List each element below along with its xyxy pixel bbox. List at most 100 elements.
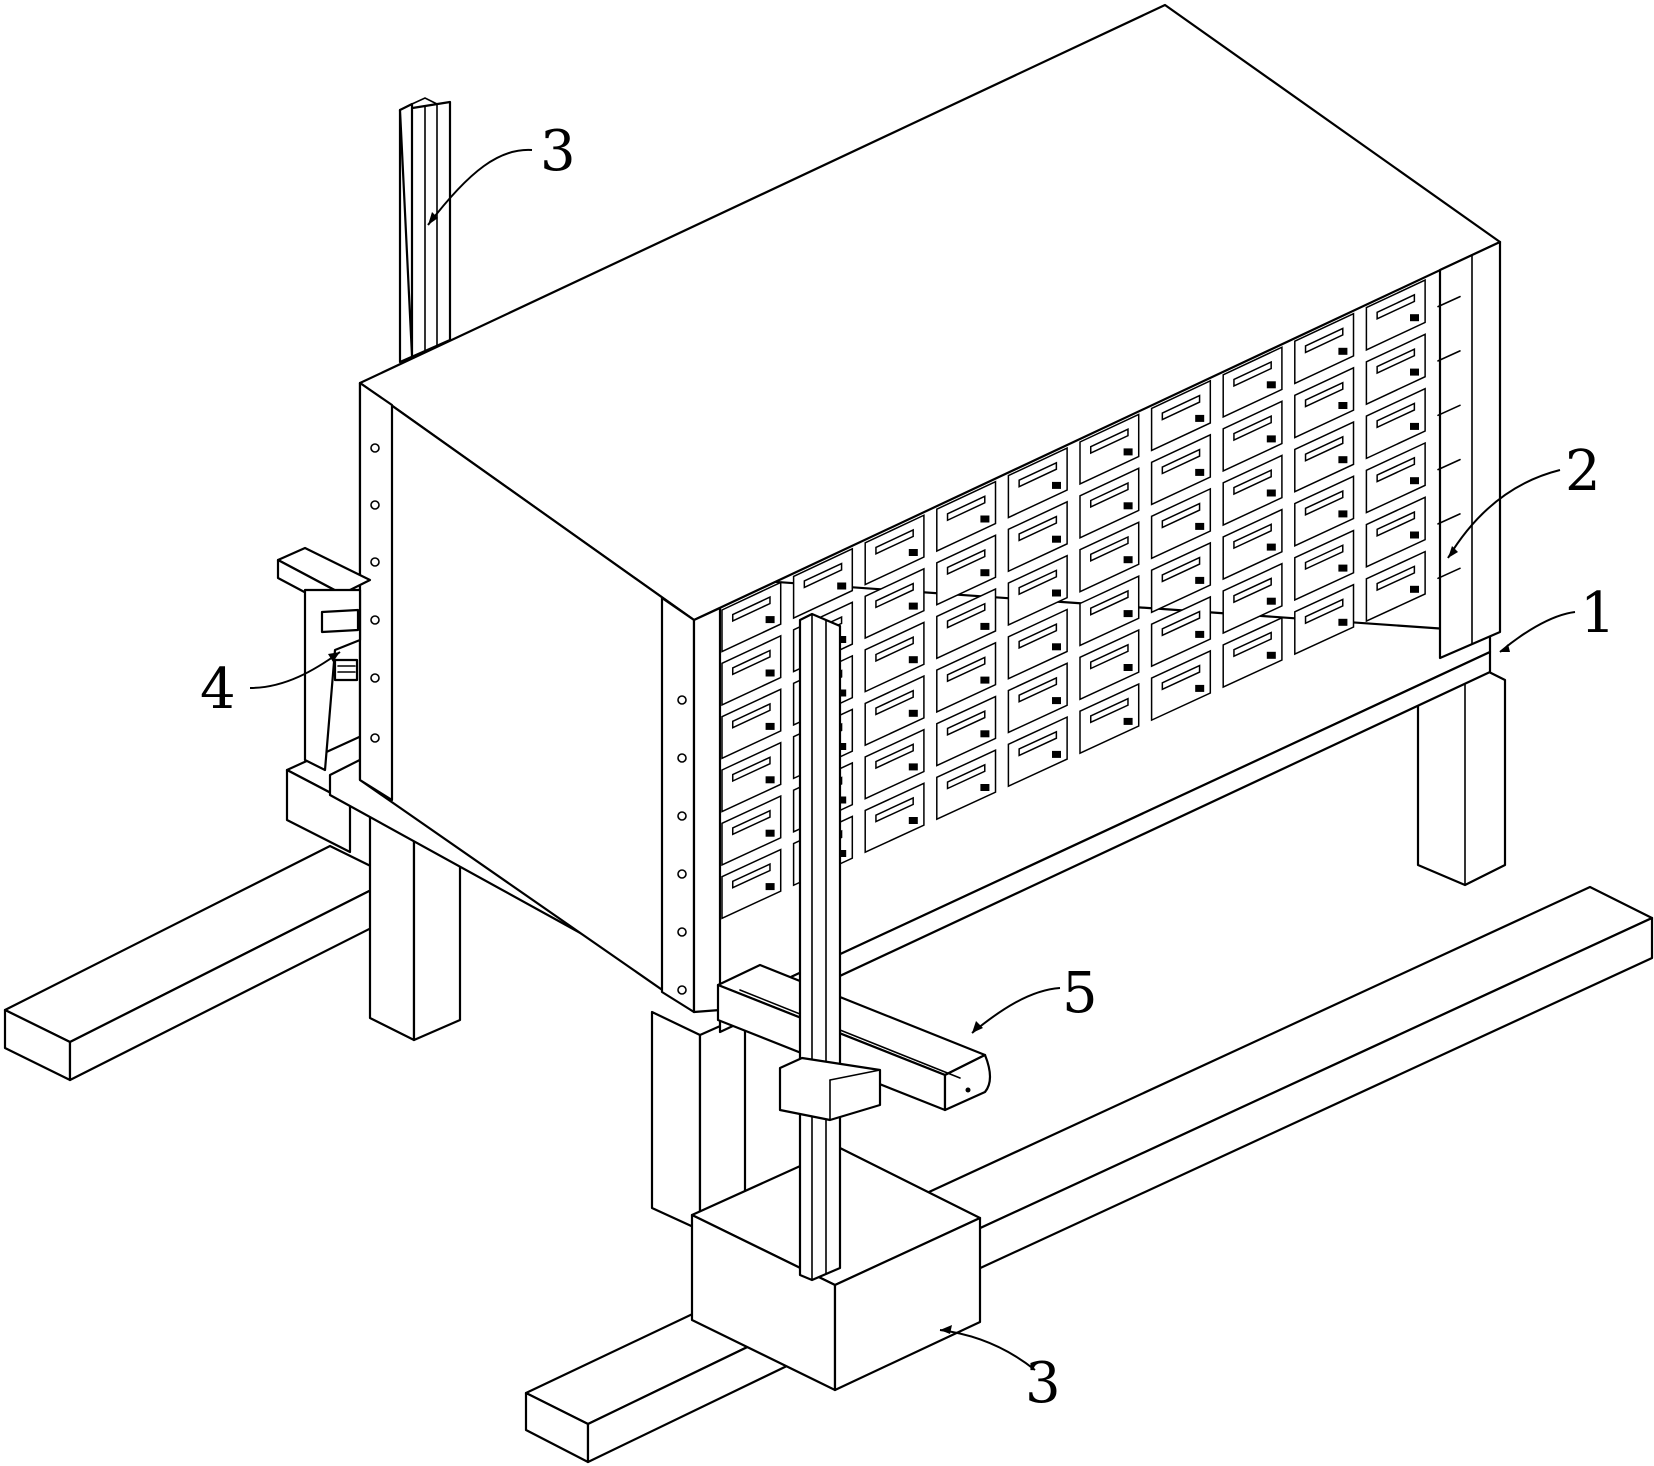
slot-tray (946, 548, 986, 576)
slot-tray (1376, 347, 1416, 375)
slot-tray (1233, 631, 1272, 658)
slot-latch (908, 602, 918, 610)
slot-tray (1089, 697, 1129, 724)
slot-latch (1338, 564, 1348, 572)
slot-latch (908, 549, 918, 556)
slot-latch (765, 883, 775, 891)
slot-tray (1161, 394, 1201, 421)
slot-tray (731, 862, 771, 889)
slot-tray (731, 595, 771, 623)
slot-latch (1123, 502, 1133, 510)
slot-tray (1233, 577, 1272, 604)
slot-latch (765, 616, 775, 624)
slot-latch (837, 796, 847, 804)
slot-tray (1161, 556, 1201, 583)
callout-3-bottom: 3 (1025, 1351, 1061, 1416)
row-pin (1437, 350, 1461, 362)
slot-tray (1376, 402, 1416, 429)
callout-5: 5 (1062, 961, 1098, 1026)
slot-latch (1123, 717, 1133, 725)
slot-tray (1018, 569, 1058, 596)
slot-tray (1376, 293, 1416, 321)
slot-tray (875, 635, 914, 663)
slot-tray (1161, 664, 1201, 691)
slot-latch (837, 689, 847, 697)
slot-latch (765, 829, 775, 837)
front-leg (650, 1010, 747, 1232)
slot-latch (980, 730, 990, 738)
slot-tray (1233, 523, 1272, 550)
slot-tray (1018, 676, 1058, 703)
slot-tray (1304, 544, 1344, 571)
slot-tray (1089, 481, 1129, 509)
slot-tray (1304, 381, 1344, 408)
slot-latch (1266, 381, 1276, 389)
slot-latch (1410, 585, 1419, 593)
slot-tray (1233, 360, 1272, 388)
slot-latch (765, 722, 775, 730)
slot-latch (1123, 556, 1133, 564)
front-corner-post-left (660, 596, 696, 1014)
slot-tray (1376, 510, 1416, 538)
slot-tray (1089, 535, 1129, 562)
slot-tray (1089, 643, 1129, 670)
slot-tray (946, 495, 986, 522)
slot-tray (1089, 589, 1129, 616)
slot-latch (1195, 414, 1205, 422)
callout-2: 2 (1565, 439, 1601, 504)
callout-1: 1 (1580, 581, 1616, 646)
slot-tray (731, 702, 771, 729)
slot-tray (1018, 622, 1058, 650)
slot-tray (731, 809, 771, 836)
slot-tray (1304, 598, 1344, 625)
slot-tray (1304, 489, 1344, 517)
slot-latch (1195, 522, 1205, 530)
slot-latch (837, 636, 847, 643)
slot-latch (1195, 468, 1205, 476)
slot-tray (1376, 565, 1416, 592)
row-pin (1437, 513, 1461, 525)
slot-tray (1018, 515, 1058, 542)
slot-latch (1123, 610, 1133, 618)
slot-latch (980, 515, 990, 523)
slot-latch (1410, 477, 1419, 485)
slot-tray (946, 763, 986, 790)
slot-latch (1410, 531, 1419, 539)
slot-tray (1304, 327, 1344, 354)
slot-latch (980, 784, 990, 791)
slot-latch (1052, 481, 1061, 489)
slot-latch (1338, 618, 1348, 626)
callout-4: 4 (200, 657, 236, 722)
slot-latch (837, 743, 847, 750)
row-pin (1437, 567, 1461, 580)
slot-latch (1410, 422, 1419, 430)
post-holes (370, 443, 687, 995)
slot-latch (1410, 314, 1419, 322)
row-pin (1437, 458, 1461, 471)
slot-tray (803, 562, 843, 589)
slot-tray (1304, 435, 1344, 462)
front-vertical-column (778, 612, 882, 1282)
slot-latch (1123, 664, 1133, 671)
slot-latch (1266, 435, 1276, 443)
slot-latch (765, 776, 775, 784)
slot-latch (908, 817, 918, 824)
slot-latch (1266, 489, 1276, 497)
slot-tray (875, 796, 914, 823)
slot-latch (1266, 597, 1276, 605)
front-corner-post-right (692, 606, 722, 1014)
slot-latch (837, 850, 847, 857)
slot-tray (946, 602, 986, 629)
slot-tray (731, 756, 771, 783)
rear-left-leg (368, 813, 462, 1042)
row-pin (1437, 295, 1461, 308)
cabinet (358, 3, 1502, 1014)
callout-3-top: 3 (540, 119, 576, 184)
slot-latch (908, 709, 918, 717)
slot-latch (1123, 448, 1133, 456)
slot-latch (1195, 684, 1205, 692)
slot-latch (837, 582, 847, 590)
slot-tray (875, 689, 914, 716)
